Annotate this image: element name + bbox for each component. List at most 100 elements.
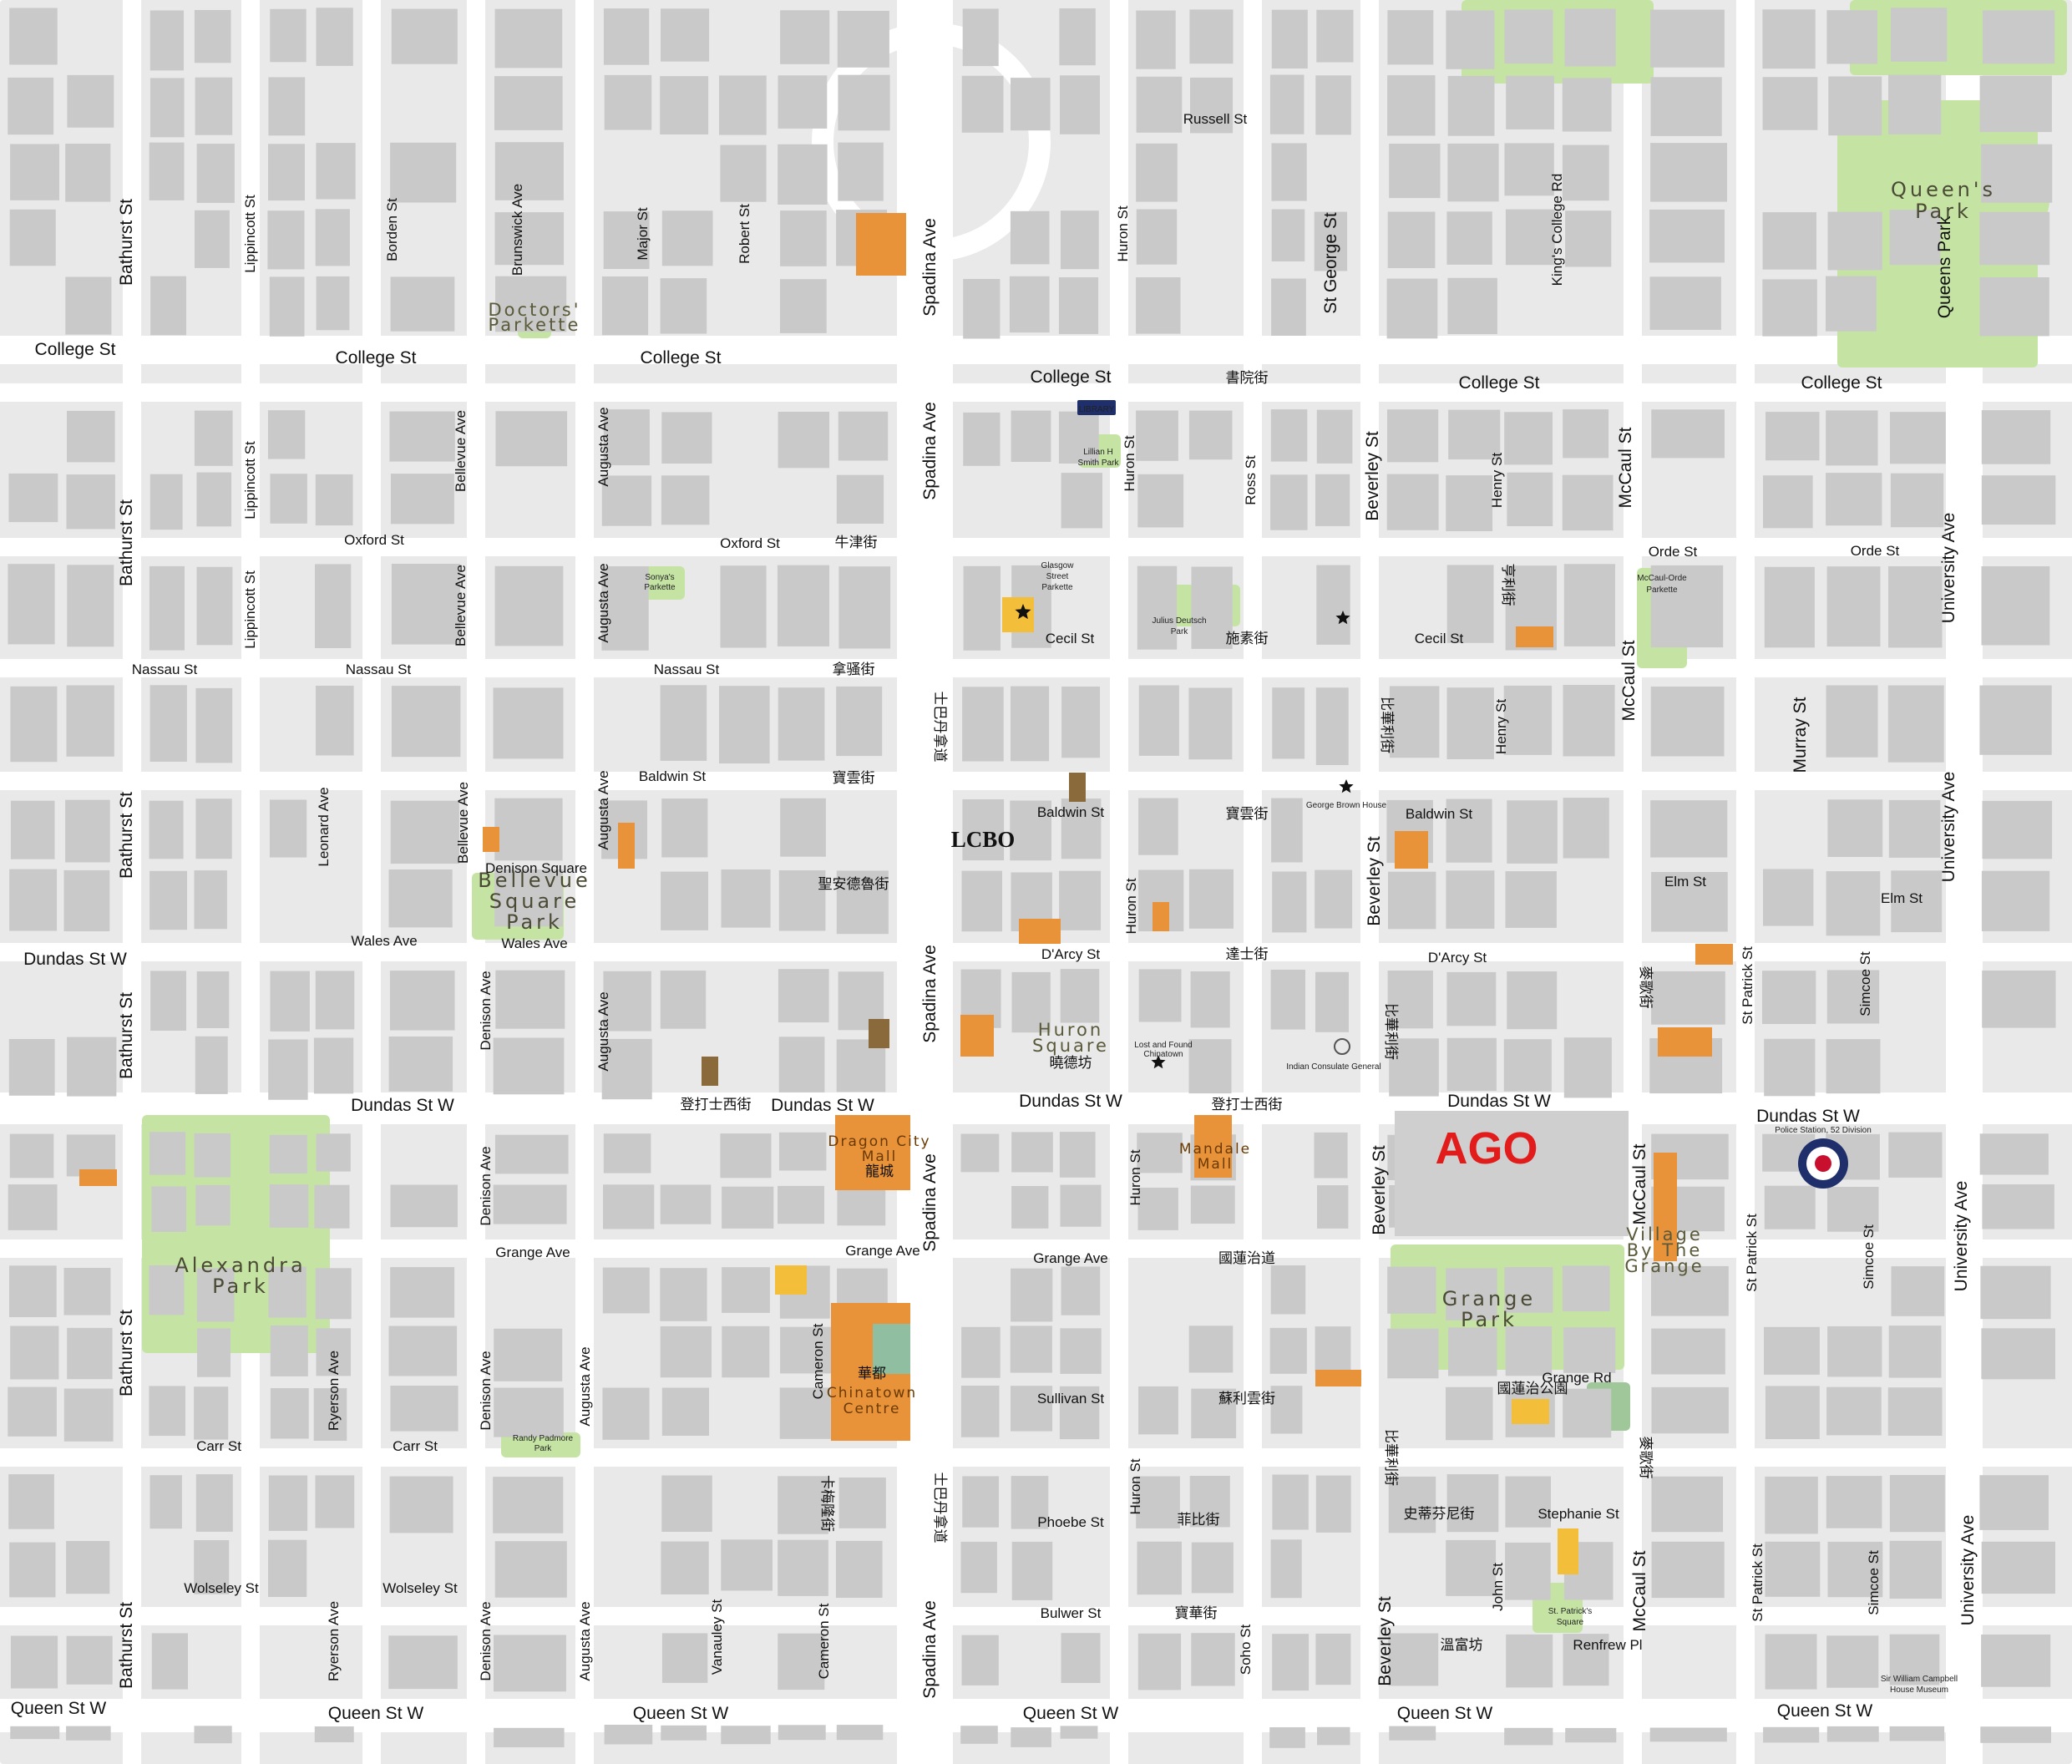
building (9, 8, 58, 65)
building (1765, 1541, 1821, 1597)
building (1562, 78, 1612, 132)
chinese-label: 比華利街 (1382, 1429, 1399, 1486)
building (1136, 277, 1181, 334)
building (1060, 1328, 1102, 1374)
street-label: Phoebe St (1037, 1514, 1104, 1530)
building (9, 869, 58, 931)
building (1889, 210, 1941, 266)
building (1387, 1328, 1439, 1379)
building (1387, 1266, 1436, 1314)
building (65, 799, 110, 863)
building (1059, 1386, 1100, 1440)
building (1271, 278, 1306, 336)
building (267, 410, 306, 459)
building (961, 1326, 1001, 1378)
building (721, 869, 771, 928)
building (836, 1725, 884, 1741)
building (604, 1725, 653, 1745)
mall-label-dragon: Mall (862, 1148, 898, 1165)
road-horizontal (0, 1448, 2072, 1467)
street-label: Beverley St (1365, 836, 1384, 926)
building (1059, 1132, 1096, 1178)
building (660, 1326, 712, 1378)
building (8, 564, 55, 645)
building (197, 1328, 231, 1377)
building (1060, 1184, 1102, 1227)
park-label-village: Grange (1624, 1256, 1704, 1276)
building (495, 411, 568, 467)
building (1980, 1265, 2051, 1320)
building (780, 210, 827, 266)
building (1189, 9, 1234, 64)
building (1826, 410, 1878, 466)
street-label: Baldwin St (1037, 804, 1105, 820)
building (313, 1388, 347, 1441)
building (8, 1386, 57, 1437)
building (390, 142, 457, 203)
building (836, 686, 883, 757)
building (9, 1133, 54, 1179)
building (603, 1133, 651, 1173)
building (660, 1268, 707, 1321)
park-label-julius: Park (1171, 627, 1189, 636)
building (603, 409, 650, 466)
building (268, 77, 306, 136)
chinese-label: 聖安德魯街 (818, 876, 889, 893)
chinatown-centre-green (873, 1324, 910, 1374)
building (1011, 971, 1051, 1033)
building (1827, 1187, 1879, 1232)
dundas-dark-1 (869, 1019, 889, 1048)
building (661, 1541, 709, 1594)
street-label: Queen St W (11, 1699, 107, 1718)
building (961, 75, 1004, 133)
building (149, 142, 185, 200)
building (1317, 1185, 1349, 1229)
lost-found-label: Chinatown (1143, 1050, 1183, 1059)
street-label: University Ave (1939, 772, 1958, 883)
building (1272, 871, 1307, 933)
building (1061, 1266, 1101, 1315)
building (67, 74, 114, 128)
building (1188, 410, 1233, 460)
building (1060, 1726, 1098, 1739)
chinese-label: 蘇利雲街 (1218, 1391, 1275, 1407)
building (778, 1132, 827, 1171)
building (66, 474, 115, 530)
building (1565, 210, 1612, 267)
building (1446, 1474, 1499, 1533)
building (1762, 971, 1816, 1024)
building (720, 1133, 772, 1179)
building (1270, 1386, 1303, 1434)
building (1504, 1267, 1553, 1313)
building (151, 1633, 188, 1690)
building (194, 1540, 230, 1594)
building (778, 870, 826, 931)
building (1061, 210, 1099, 270)
street-label: Beverley St (1375, 1596, 1395, 1686)
building (661, 210, 713, 266)
chinese-label: 史蒂芬尼街 (1404, 1506, 1475, 1523)
chinese-label: 比華利街 (1378, 697, 1395, 753)
street-label: Bathurst St (117, 1310, 136, 1396)
road-vertical (575, 0, 594, 1764)
park-label-glasgow: Street (1046, 572, 1069, 581)
building (388, 1635, 458, 1690)
road-horizontal (0, 383, 2072, 402)
chinese-label: 牛津街 (835, 535, 878, 551)
building (1651, 872, 1728, 932)
street-label: Bulwer St (1041, 1605, 1102, 1621)
building (960, 1726, 998, 1744)
building (316, 143, 356, 200)
building (1981, 144, 2053, 203)
road-horizontal (0, 943, 2072, 961)
building (1504, 143, 1554, 196)
street-label: Ryerson Ave (326, 1601, 342, 1681)
street-label: College St (1801, 373, 1882, 393)
building (1137, 1541, 1182, 1595)
building (1650, 9, 1725, 68)
building (1826, 276, 1877, 332)
building (316, 8, 353, 66)
building (778, 1725, 826, 1741)
building (1446, 211, 1492, 265)
